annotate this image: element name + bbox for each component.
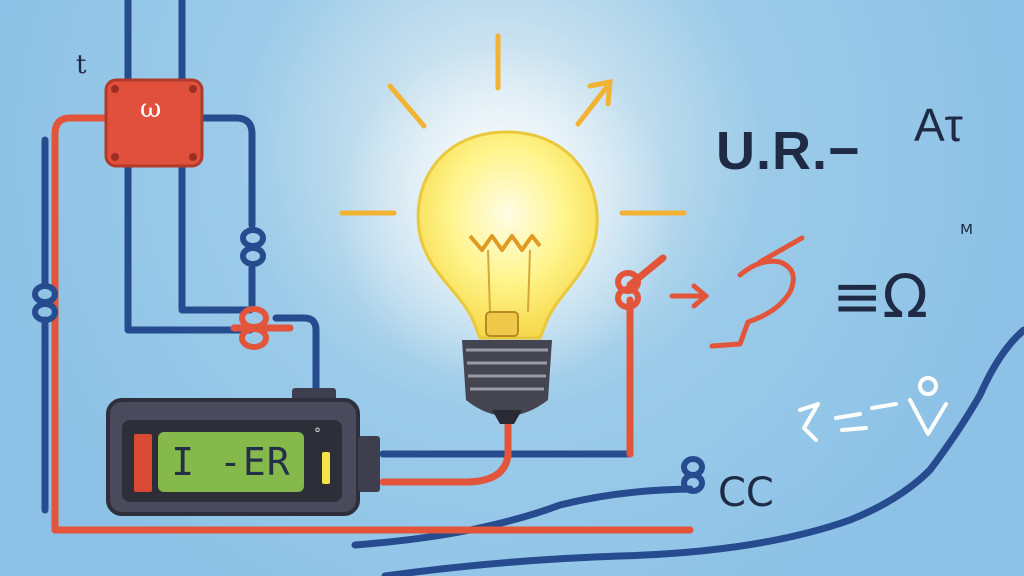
- formula-second: ≡Ω: [832, 262, 929, 332]
- formula-sup: Aτ: [914, 99, 963, 151]
- formula-second-sup: ᴹ: [960, 220, 974, 248]
- red-coil-icon: [239, 270, 641, 350]
- relay-letter-label: ω: [140, 94, 162, 124]
- relay-box-icon: [104, 78, 204, 168]
- formula-main: U.R.−: [716, 121, 861, 181]
- arrow-icon: [587, 78, 613, 107]
- t-mark-label: t: [76, 50, 87, 80]
- red-arrow-icon: [669, 283, 709, 309]
- blue-wires: [41, 0, 1024, 576]
- squiggle-symbol: [709, 235, 805, 349]
- chalk-sketch: [798, 376, 948, 442]
- light-rays: [339, 33, 687, 216]
- battery-icon: [106, 388, 380, 516]
- battery-label: I -ER: [171, 440, 291, 484]
- light-bulb-icon: [416, 130, 599, 424]
- cc-label: CC: [718, 470, 774, 516]
- spring-coil-icon: [32, 227, 705, 494]
- battery-small-mark: °: [314, 426, 321, 442]
